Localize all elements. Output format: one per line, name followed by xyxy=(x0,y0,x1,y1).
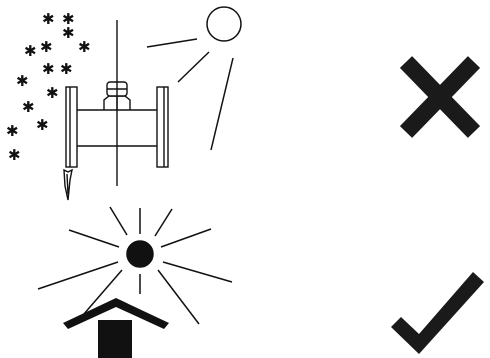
snowflake: ✱ xyxy=(42,10,55,28)
snowflake: ✱ xyxy=(16,72,29,90)
right-flange xyxy=(156,86,169,168)
sun-disc xyxy=(206,6,242,42)
snowflake: ✱ xyxy=(46,84,59,102)
sun-disc xyxy=(126,240,154,268)
snowflake: ✱ xyxy=(78,38,91,56)
cross-icon xyxy=(399,56,481,138)
snowflake: ✱ xyxy=(6,122,19,140)
sun-ray xyxy=(154,208,173,237)
scene-correct xyxy=(37,206,484,358)
snowflakes: ✱ ✱ ✱ ✱ ✱ ✱ ✱ ✱ ✱ ✱ ✱ ✱ ✱ ✱ xyxy=(6,10,91,164)
snowflake: ✱ xyxy=(8,146,21,164)
sun-bottom xyxy=(37,206,233,325)
snowflake: ✱ xyxy=(24,42,37,60)
snowflake: ✱ xyxy=(42,60,55,78)
scene-incorrect: ✱ ✱ ✱ ✱ ✱ ✱ ✱ ✱ ✱ ✱ ✱ ✱ ✱ ✱ xyxy=(6,6,481,201)
sun-ray xyxy=(109,206,128,236)
sun-ray xyxy=(162,261,233,283)
sun-ray xyxy=(160,228,212,248)
checkmark-icon xyxy=(391,272,484,354)
snowflake: ✱ xyxy=(36,116,49,134)
sheltered-box xyxy=(98,320,132,358)
snowflake: ✱ xyxy=(60,60,73,78)
snowflake: ✱ xyxy=(62,24,75,42)
sun-ray xyxy=(177,51,210,83)
snowflake: ✱ xyxy=(40,38,53,56)
sun-ray xyxy=(157,269,200,325)
sun-ray xyxy=(37,261,119,290)
sun-ray xyxy=(210,57,234,151)
sun-ray xyxy=(146,38,198,48)
left-flange xyxy=(65,86,78,168)
sun-ray xyxy=(68,229,120,248)
snowflake: ✱ xyxy=(62,10,75,28)
shelter-roof xyxy=(63,298,169,329)
sun-top xyxy=(146,6,242,151)
flow-meter xyxy=(63,20,169,201)
snowflake: ✱ xyxy=(22,98,35,116)
